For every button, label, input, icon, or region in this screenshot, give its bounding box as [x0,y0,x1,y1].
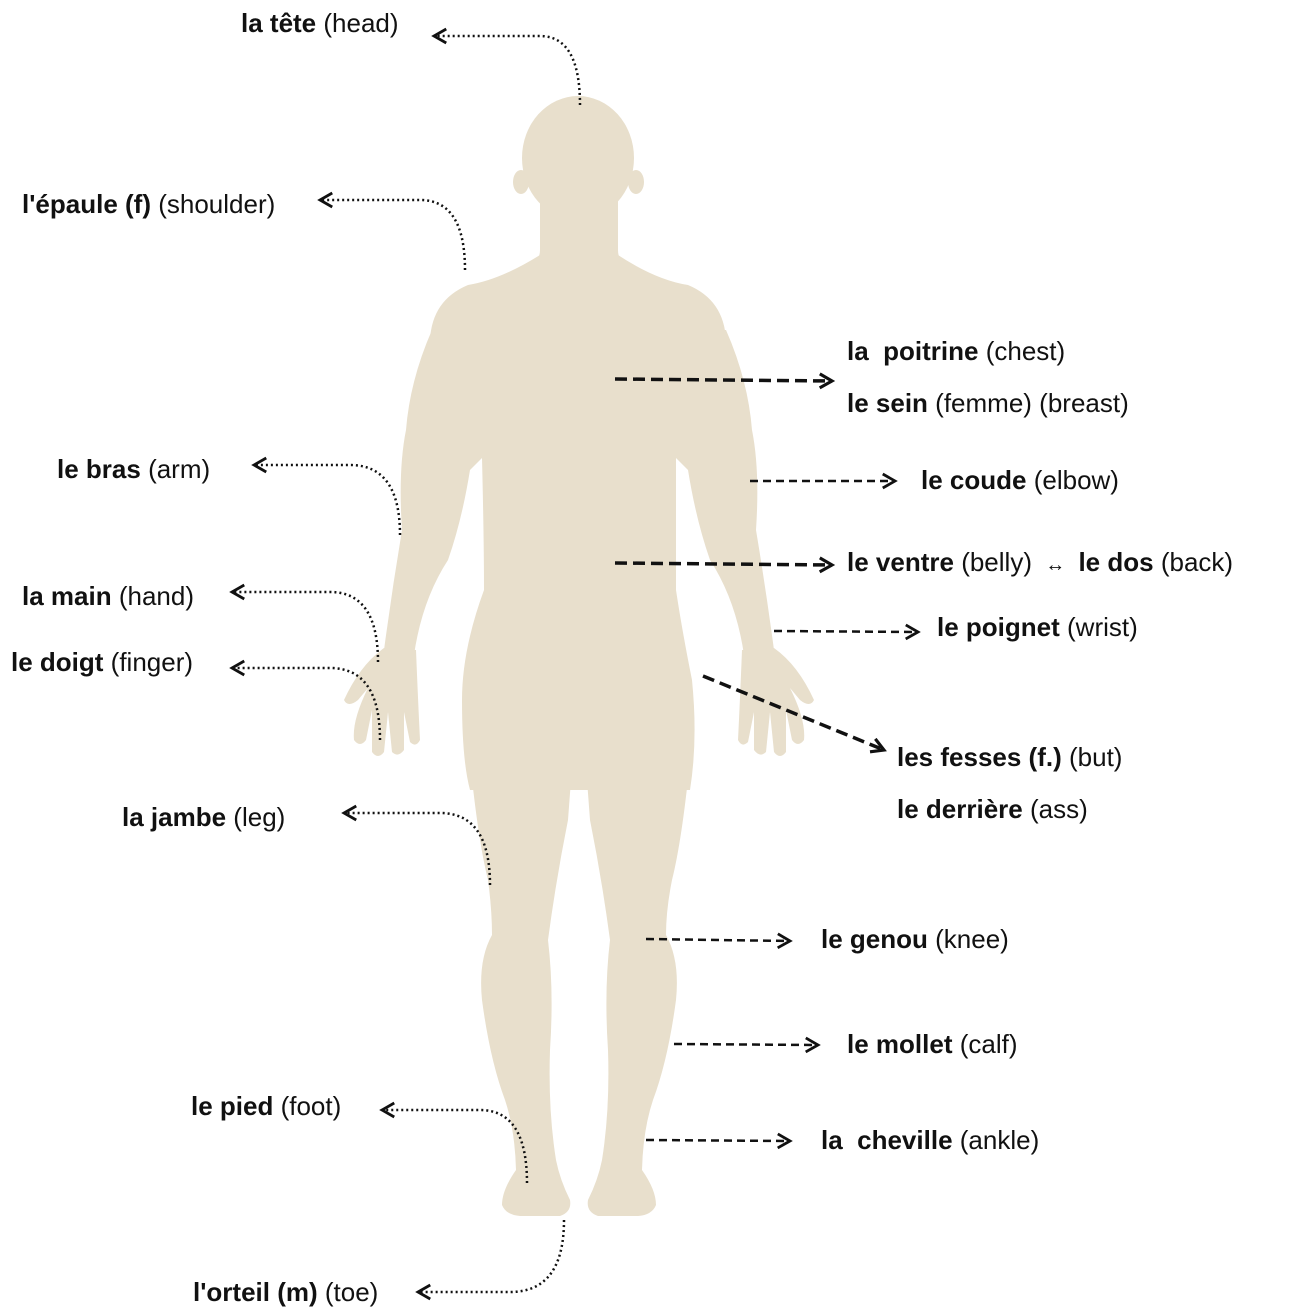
label-back-english: (back) [1161,547,1233,577]
label-shoulder: l'épaule (f) (shoulder) [22,189,275,219]
label-hand-french: la main [22,581,112,611]
label-behind: le derrière (ass) [897,794,1088,824]
label-chest: la poitrine (chest) [847,336,1065,366]
label-elbow-french: le coude [921,465,1026,495]
right-ear-shape [628,170,644,194]
label-shoulder-french: l'épaule (f) [22,189,151,219]
label-head-english: (head) [323,8,398,38]
label-elbow: le coude (elbow) [921,465,1119,495]
label-elbow-english: (elbow) [1034,465,1119,495]
label-arm-french: le bras [57,454,141,484]
label-calf: le mollet (calf) [847,1029,1018,1059]
calf-leader [674,1044,818,1045]
right-hand-shape [738,648,814,756]
label-calf-english: (calf) [960,1029,1018,1059]
label-foot-french: le pied [191,1091,273,1121]
label-leg-english: (leg) [233,802,285,832]
head-leader [434,36,580,105]
label-toe-english: (toe) [325,1277,378,1307]
label-foot-english: (foot) [281,1091,342,1121]
label-finger: le doigt (finger) [11,647,193,677]
label-chest-french: la poitrine [847,336,978,366]
label-buttocks-french: les fesses (f.) [897,742,1062,772]
label-finger-french: le doigt [11,647,103,677]
shoulder-leader [320,200,465,270]
label-ankle-french: la cheville [821,1125,953,1155]
label-ankle: la cheville (ankle) [821,1125,1039,1155]
label-breast-french: le sein [847,388,928,418]
label-head: la tête (head) [241,8,399,38]
label-belly-english: (belly) [961,547,1032,577]
double-arrow-icon: ↔ [1045,554,1065,576]
label-hand-english: (hand) [119,581,194,611]
right-leg-shape [584,740,690,1216]
body-silhouette [344,96,814,1216]
label-foot: le pied (foot) [191,1091,341,1121]
label-knee: le genou (knee) [821,924,1009,954]
label-shoulder-english: (shoulder) [158,189,275,219]
label-buttocks-english: (but) [1069,742,1122,772]
label-arm-english: (arm) [148,454,210,484]
leg-leader [344,813,490,885]
label-leg-french: la jambe [122,802,226,832]
left-leg-shape [470,740,574,1216]
label-head-french: la tête [241,8,316,38]
label-belly-back: le ventre (belly) ↔ le dos (back) [847,547,1233,580]
wrist-leader [774,631,918,632]
label-belly-french: le ventre [847,547,954,577]
label-chest-english: (chest) [986,336,1065,366]
label-behind-english: (ass) [1030,794,1088,824]
label-buttocks: les fesses (f.) (but) [897,742,1122,772]
label-leg: la jambe (leg) [122,802,285,832]
label-back-french: le dos [1078,547,1153,577]
label-arm: le bras (arm) [57,454,210,484]
label-wrist-french: le poignet [937,612,1060,642]
toe-leader [418,1220,564,1292]
label-toe: l'orteil (m) (toe) [193,1277,378,1307]
label-knee-english: (knee) [935,924,1009,954]
ankle-leader [646,1140,790,1141]
label-finger-english: (finger) [111,647,193,677]
label-ankle-english: (ankle) [960,1125,1039,1155]
foot-leader [382,1110,527,1183]
label-wrist: le poignet (wrist) [937,612,1138,642]
label-toe-french: l'orteil (m) [193,1277,318,1307]
label-breast: le sein (femme) (breast) [847,388,1129,418]
label-knee-french: le genou [821,924,928,954]
left-ear-shape [513,170,529,194]
arm-leader [254,465,400,535]
label-breast-english: (femme) (breast) [935,388,1129,418]
label-wrist-english: (wrist) [1067,612,1138,642]
left-arm-shape [384,330,482,655]
hand-leader [232,592,378,662]
label-hand: la main (hand) [22,581,194,611]
left-hand-shape [344,648,420,756]
label-calf-french: le mollet [847,1029,952,1059]
label-behind-french: le derrière [897,794,1023,824]
